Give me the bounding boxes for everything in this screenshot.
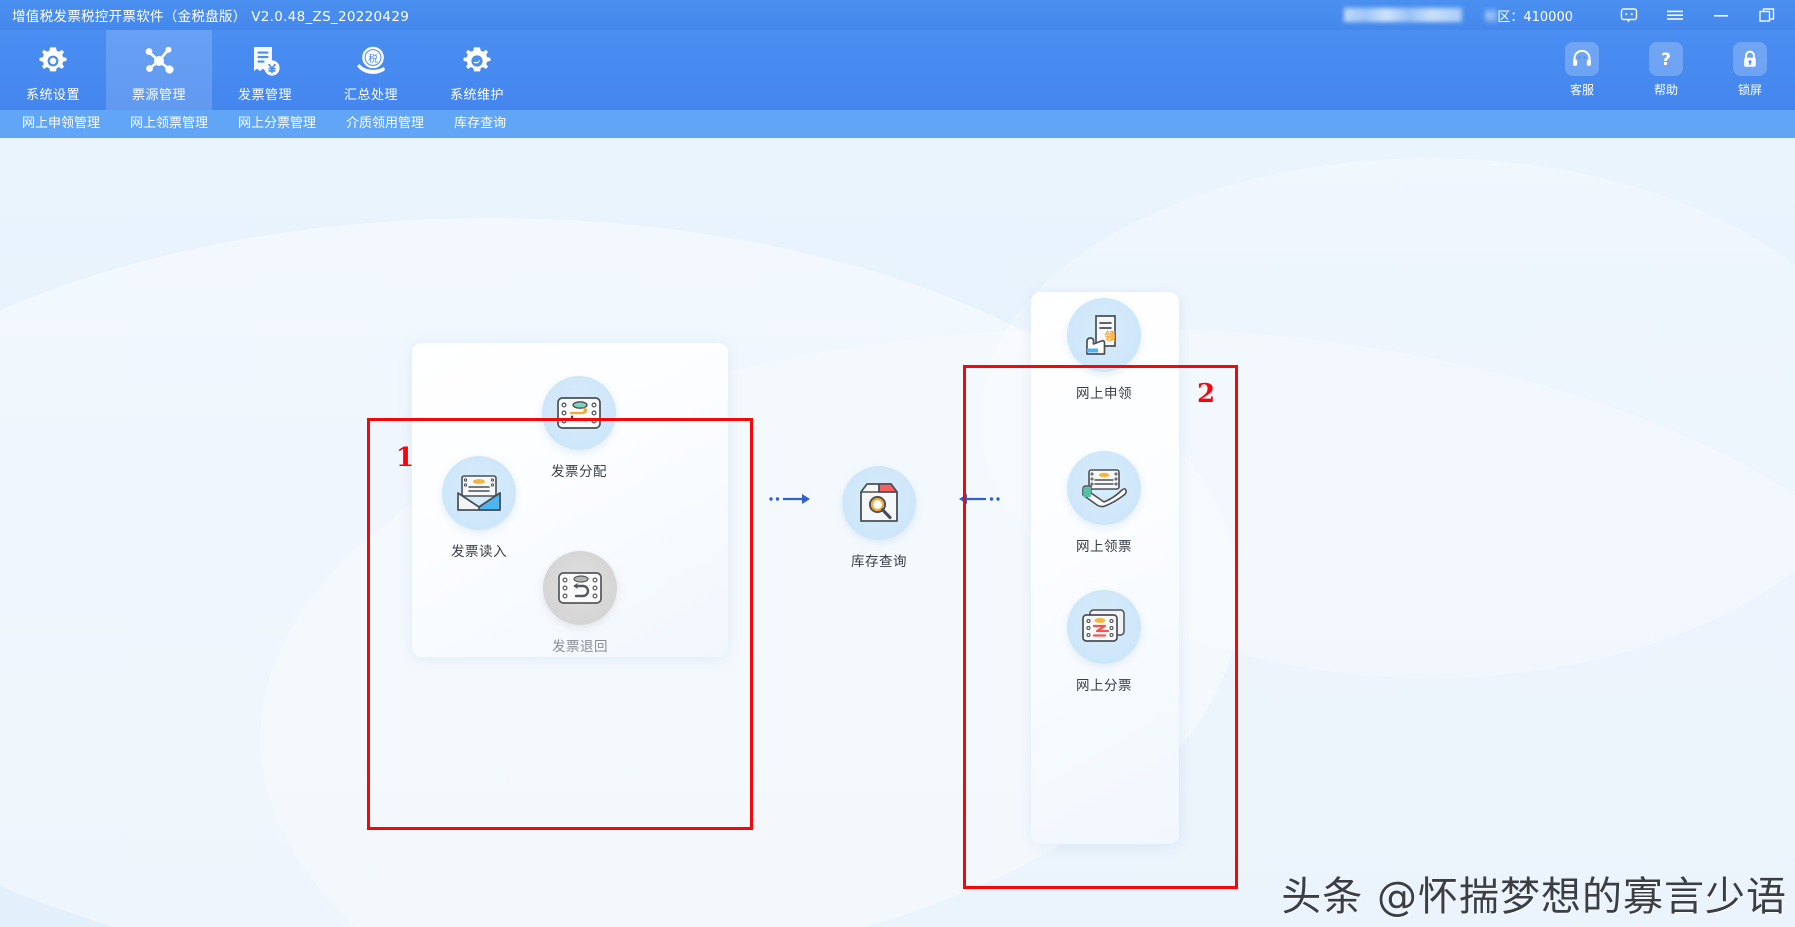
question-icon: ? [1649,42,1683,76]
ribbon-right-actions: 客服 ? 帮助 锁屏 [1551,30,1781,110]
title-bar: 增值税发票税控开票软件（金税盘版） V2.0.48_ZS_20220429 税区… [0,0,1795,30]
gear-wrench-icon [460,41,494,81]
invoice-split-icon [1067,590,1141,664]
ribbon-item-list: 系统设置 票源管理 [0,30,1795,110]
ribbon-item-system-settings[interactable]: 系统设置 [0,30,106,110]
menu-icon[interactable] [1665,5,1685,25]
headset-icon [1565,42,1599,76]
lock-icon [1733,42,1767,76]
right-function-card [1031,292,1179,844]
hand-document-ling-icon: 领 [1067,298,1141,372]
function-label-invoice-return: 发票退回 [552,639,608,655]
workspace-canvas: 发票分配 发票读入 [0,138,1795,927]
function-inventory-query[interactable]: 库存查询 [824,466,934,570]
message-icon[interactable] [1619,5,1639,25]
arrow-left-to-center-icon [768,490,812,508]
function-label-online-ticket-collection: 网上领票 [1076,539,1132,555]
ribbon-item-summary-processing[interactable]: 税 汇总处理 [318,30,424,110]
function-invoice-allocation[interactable]: 发票分配 [524,376,634,480]
function-label-inventory-query: 库存查询 [851,554,907,570]
ribbon-item-invoice-management[interactable]: 发票管理 [212,30,318,110]
main-ribbon: 系统设置 票源管理 [0,30,1795,110]
hand-receiving-invoice-icon [1067,451,1141,525]
function-label-online-ticket-distribution: 网上分票 [1076,678,1132,694]
watermark-text: 头条 @怀揣梦想的寡言少语 [1281,874,1787,920]
invoice-swap-icon [542,376,616,450]
customer-service-label: 客服 [1569,83,1594,97]
gear-icon [36,41,70,81]
tax-zone-masked-char: 税 [1484,9,1498,25]
ribbon-label-invoice-management: 发票管理 [237,87,292,103]
ribbon-label-ticket-source-management: 票源管理 [131,87,186,103]
title-bar-controls [1619,5,1777,25]
app-title: 增值税发票税控开票软件（金税盘版） V2.0.48_ZS_20220429 [12,9,410,25]
arrow-right-to-center-icon [957,490,1001,508]
invoice-return-arrow-icon [543,551,617,625]
lock-screen-button[interactable]: 锁屏 [1719,42,1781,98]
function-label-online-application: 网上申领 [1076,386,1132,402]
function-online-ticket-distribution[interactable]: 网上分票 [1049,590,1159,694]
tax-zone-value: 区：410000 [1497,9,1573,25]
network-nodes-icon [141,41,177,81]
invoice-yuan-icon [248,41,282,81]
subnav-item-online-application-management[interactable]: 网上申领管理 [22,116,101,131]
svg-text:税: 税 [368,53,378,65]
svg-text:领: 领 [1104,329,1116,343]
annotation-number-2: 2 [1197,379,1216,409]
subnav-item-online-ticket-collection-management[interactable]: 网上领票管理 [130,116,209,131]
function-online-application[interactable]: 领 网上申领 [1049,298,1159,402]
restore-icon[interactable] [1757,5,1777,25]
help-label: 帮助 [1653,83,1678,97]
help-button[interactable]: ? 帮助 [1635,42,1697,98]
function-label-invoice-read-in: 发票读入 [451,544,507,560]
subnav-item-medium-requisition-management[interactable]: 介质领用管理 [346,116,425,131]
minimize-icon[interactable] [1711,5,1731,25]
redacted-user-field [1344,8,1463,22]
ribbon-item-system-maintenance[interactable]: 系统维护 [424,30,530,110]
customer-service-button[interactable]: 客服 [1551,42,1613,98]
function-label-invoice-allocation: 发票分配 [551,464,607,480]
lock-screen-label: 锁屏 [1737,83,1762,97]
function-online-ticket-collection[interactable]: 网上领票 [1049,451,1159,555]
annotation-number-1: 1 [396,443,415,473]
ribbon-label-summary-processing: 汇总处理 [343,87,398,103]
function-invoice-read-in[interactable]: 发票读入 [424,456,534,560]
ribbon-item-ticket-source-management[interactable]: 票源管理 [106,30,212,110]
sub-navigation-bar: 网上申领管理 网上领票管理 网上分票管理 介质领用管理 库存查询 [0,110,1795,138]
function-invoice-return[interactable]: 发票退回 [525,551,635,655]
subnav-item-inventory-query[interactable]: 库存查询 [454,116,507,131]
open-envelope-icon [442,456,516,530]
ribbon-label-system-maintenance: 系统维护 [449,87,504,103]
tax-hand-icon: 税 [354,41,388,81]
svg-text:?: ? [1661,50,1671,70]
tax-zone-label: 税区：410000 [1484,6,1573,25]
ribbon-label-system-settings: 系统设置 [25,87,80,103]
box-magnifier-icon [842,466,916,540]
subnav-item-online-ticket-distribution-management[interactable]: 网上分票管理 [238,116,317,131]
